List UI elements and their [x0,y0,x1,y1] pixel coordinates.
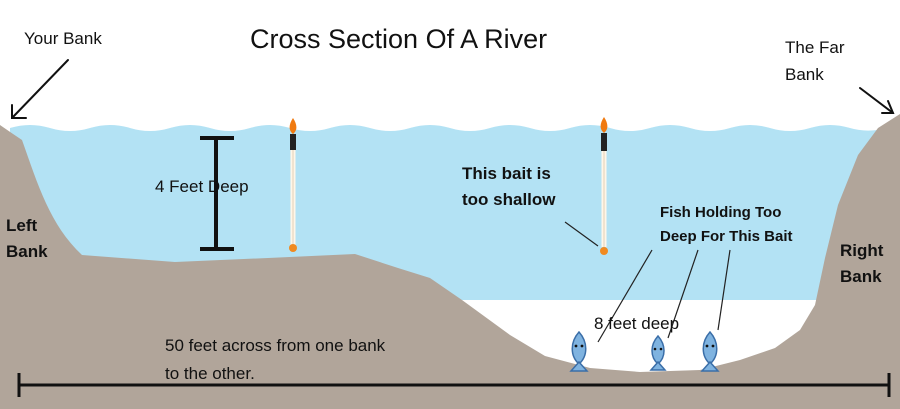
fish-2 [649,334,667,371]
four-feet-label: 4 Feet Deep [155,177,249,196]
fish-holding-label: Fish Holding Too Deep For This Bait [660,204,793,245]
left-bank-label: Left Bank [6,216,48,261]
right-bank-label: Right Bank [840,241,884,286]
shallow-pointer [564,221,599,247]
right-float [600,117,608,255]
diagram-title: Cross Section Of A River [250,24,548,54]
your-bank-label: Your Bank [24,29,102,48]
left-bait [289,244,297,252]
your-bank-arrowhead [11,104,27,119]
far-bank-label: The Far Bank [785,38,845,84]
width-note-label: 50 feet across from one bank to the othe… [165,336,386,383]
left-float [289,118,297,252]
river-bed [0,114,900,409]
fish-pointer-2 [667,249,699,339]
your-bank-arrow [11,59,69,119]
fish-pointer-3 [717,249,731,331]
right-bait [600,247,608,255]
shallow-bait-label: This bait is too shallow [462,164,556,209]
fish-pointer-1 [597,249,653,343]
far-bank-arrowhead [881,100,895,114]
fish-1 [569,330,589,372]
fish-3 [700,330,720,372]
eight-feet-label: 8 feet deep [594,314,680,333]
water [10,125,895,300]
far-bank-arrow [859,87,894,114]
